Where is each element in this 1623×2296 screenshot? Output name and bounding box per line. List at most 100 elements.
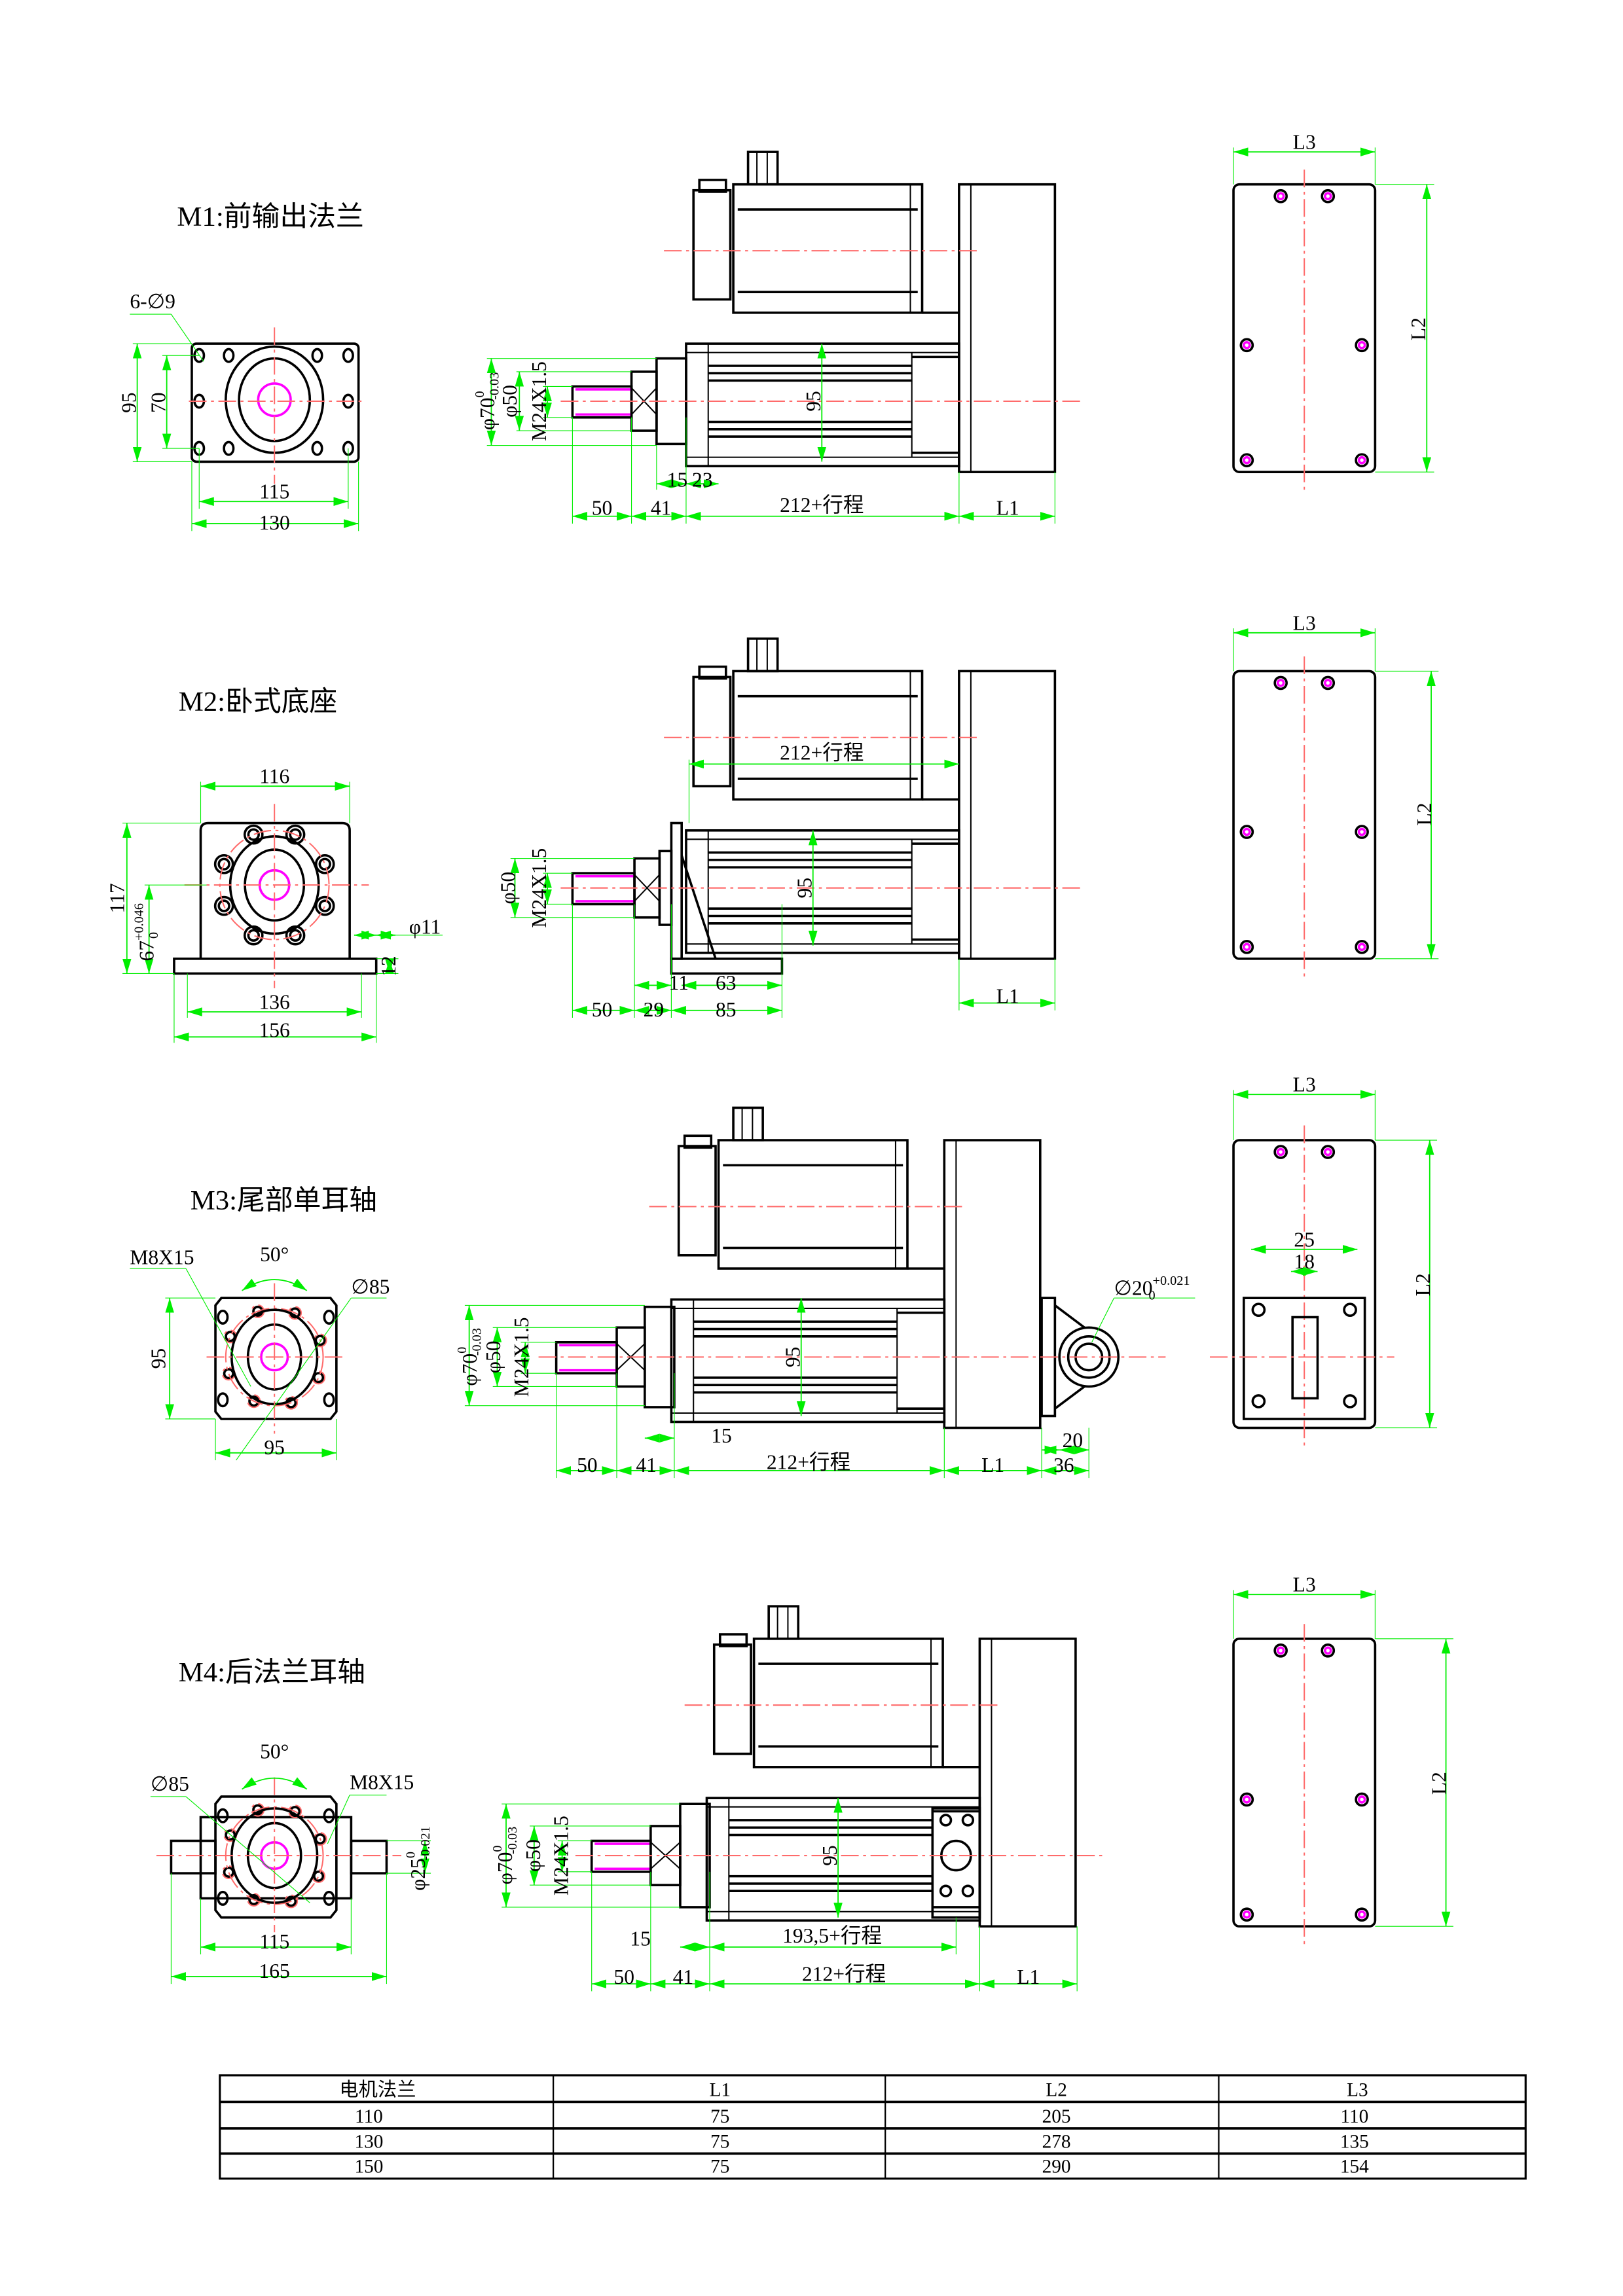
bolt-hole-icon [243,824,264,845]
dim-label: 15 [630,1928,651,1950]
end-bracket [1243,1297,1366,1420]
mount-hole-icon [1355,1792,1369,1807]
bolt-hole-icon [217,1808,229,1823]
table-cell: 150 [354,2157,383,2178]
dim-label: 41 [636,1454,657,1477]
dim-label: 156 [259,1018,290,1041]
mount-hole-icon [1273,1145,1288,1159]
rear-flange [214,1795,338,1919]
bolt-hole-icon [217,1392,229,1408]
bolt-hole-icon [323,1808,335,1823]
mount-hole-icon [1321,675,1336,691]
bolt-hole-icon [217,1890,229,1906]
dim-label: L3 [1293,611,1316,634]
thread-label: M24X1.5 [528,361,551,441]
trunnion-shaft [350,1839,388,1874]
thread-circle [284,1395,299,1410]
thread-label: M8X15 [130,1246,194,1268]
mount-hole-center [1357,942,1366,952]
dim-label: 50 [614,1965,635,1988]
mount-hole-icon [1239,1792,1254,1807]
mount-hole-center [1243,1910,1251,1919]
mount-hole-icon [1321,188,1336,204]
stroke-label: 212+行程 [767,1451,850,1474]
table-cell: 205 [1042,2106,1071,2127]
bolt-hole-icon [342,348,354,363]
extension-line [327,1795,350,1844]
view-m4: M4:后法兰耳轴 50° ∅85 M8X15 115 165 φ250-0.02… [151,1573,1451,1988]
mount-hole-center [1276,679,1285,687]
view-m2: M2:卧式底座 116 117 67+0.0460 φ11 12 136 156… [105,611,1436,1041]
bolt-hole-icon [243,925,264,946]
dim-label: 29 [644,998,665,1021]
trunnion-label: 193,5+行程 [782,1924,882,1947]
mount-hole-center [1323,1147,1332,1157]
mount-hole-icon [1239,825,1254,839]
view-m1: M1:前输出法兰 6-∅9 95 70 115 130 φ700-0.03 φ5… [117,131,1430,534]
dim-label: 63 [716,971,737,994]
bolt-hole-icon [217,1309,229,1325]
dim-label: 50 [577,1454,598,1477]
dim-label: 95 [793,878,816,899]
table-cell: 75 [710,2106,729,2127]
dim-label: L1 [996,984,1019,1007]
dim-label: 50 [592,998,613,1021]
mount-hole-icon [1355,338,1369,353]
dim-label: 12 [377,956,400,977]
table-cell: 75 [710,2131,729,2152]
dim-label: 116 [259,765,289,788]
dim-label-d70: φ700-0.03 [455,1328,484,1386]
dim-label: 115 [259,480,289,503]
dim-label: 95 [264,1436,285,1459]
thread-label: M24X1.5 [528,848,551,928]
mount-hole-center [1243,341,1251,350]
bolt-hole-icon [213,895,234,916]
bolt-hole-icon [939,1814,953,1827]
piston-rod [571,872,636,906]
dim-label: L3 [1293,131,1316,154]
table-cell: 110 [355,2106,383,2127]
mount-hole-center [1357,827,1366,836]
dim-label: 11 [668,971,688,994]
mount-hole-center [1276,1646,1285,1655]
dim-label: L1 [981,1454,1004,1477]
mount-hole-icon [1273,675,1288,691]
dim-label: 165 [259,1960,290,1982]
mount-hole-icon [1251,1302,1266,1318]
mount-hole-center [1276,1147,1285,1157]
dim-label: 95 [802,391,825,412]
table-cell: 130 [354,2131,383,2152]
table-cell: 110 [1340,2106,1368,2127]
mount-hole-icon [1355,453,1369,467]
bolt-hole-icon [285,824,306,845]
dim-label: 85 [716,998,737,1021]
mount-hole-icon [1273,188,1288,204]
view-title: M2:卧式底座 [179,686,338,717]
extension-line [1091,1297,1114,1343]
foot-gusset [680,855,717,960]
bolt-hole-icon [223,440,235,456]
hole-spec-label: 6-∅9 [130,290,175,313]
mount-hole-center [1323,1646,1332,1655]
dim-label: 41 [673,1965,694,1988]
actuator-body [683,1605,1077,1928]
dim-label: 36 [1053,1454,1074,1477]
dimension-table: 电机法兰 L1 L2 L3 110 75 205 110 130 75 278 … [219,2074,1527,2180]
extension-line [236,1297,352,1461]
mount-hole-icon [1321,1145,1336,1159]
front-flange [214,1297,338,1420]
bolt-hole-icon [939,1884,953,1897]
mount-hole-icon [1239,1907,1254,1922]
piston-rod [590,1839,652,1873]
mount-hole-icon [1251,1394,1266,1408]
dim-label: 115 [259,1930,289,1953]
dim-label: φ50 [482,1340,505,1373]
bolt-hole-inner [247,929,260,942]
dim-label: L3 [1293,1073,1316,1096]
view-title: M4:后法兰耳轴 [179,1657,365,1688]
view-m3: M3:尾部单耳轴 M8X15 50° ∅85 95 95 φ700-0.03 φ… [130,1073,1434,1477]
bolt-hole-inner [247,828,260,841]
front-flange [191,342,360,463]
pcd-label: ∅85 [351,1275,390,1298]
